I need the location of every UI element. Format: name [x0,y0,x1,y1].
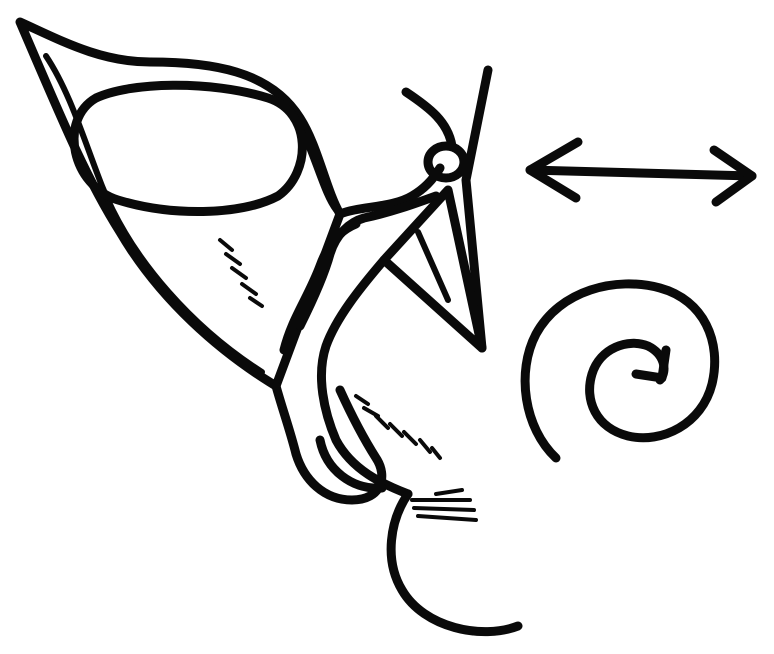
malleus-body [271,381,387,505]
lower-bulge [315,435,387,493]
lower-body-contour [316,255,413,499]
cochlea-spiral-icon [520,279,720,463]
foot-hatching [410,488,478,522]
incus-oval-opening [69,80,307,217]
tympanic-membrane-line [461,65,493,353]
umbo-inner-line [415,229,451,303]
spiral-arrowhead [631,345,671,383]
incus-hatching [218,238,264,308]
malleus-tail-hook [386,489,523,637]
lower-hatching [354,394,442,460]
malleus-front-contour [279,219,361,355]
double-headed-arrow-icon [525,137,757,207]
stapes-neck [401,87,457,151]
stapes-head-knob [423,141,469,183]
umbo-triangle [379,185,487,353]
